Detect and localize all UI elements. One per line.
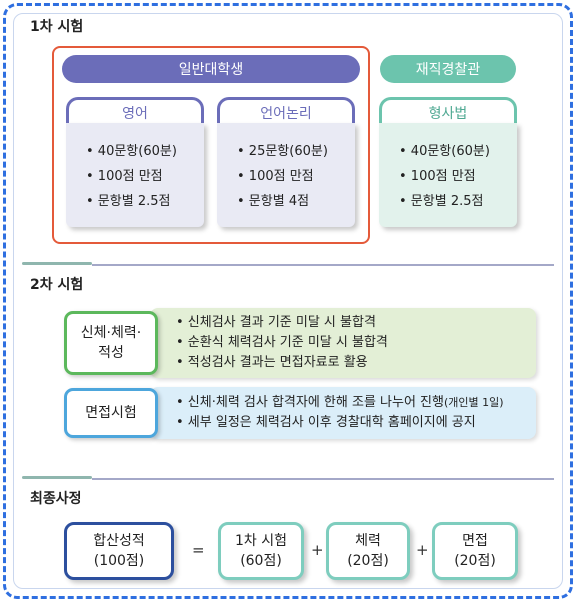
total-score-box: 합산성적 (100점) [64,522,174,580]
box-line: (100점) [93,553,145,569]
interview-score-box: 면접 (20점) [432,522,518,580]
subject-details: • 40문항(60분) • 100점 만점 • 문항별 2.5점 [379,123,517,227]
detail-item: • 40문항(60분) [399,144,490,159]
subject-card-criminal-law: 형사법 • 40문항(60분) • 100점 만점 • 문항별 2.5점 [379,97,517,227]
box-line: (20점) [347,553,389,569]
box-line: 면접 [462,533,488,549]
detail-item: • 문항별 2.5점 [399,194,484,209]
equals-sign: = [192,541,205,559]
plus-sign: + [311,541,324,559]
fitness-score-box: 체력 (20점) [326,522,410,580]
subject-card-english: 영어 • 40문항(60분) • 100점 만점 • 문항별 2.5점 [66,97,204,227]
detail-item: • 세부 일정은 체력검사 이후 경찰대학 홈페이지에 공지 [176,415,476,430]
detail-item: • 적성검사 결과는 면접자료로 활용 [176,355,368,370]
detail-item: • 신체검사 결과 기준 미달 시 불합격 [176,315,376,330]
interview-details: • 신체·체력 검사 합격자에 한해 조를 나누어 진행(개인별 1일) • 세… [150,387,536,439]
detail-item: • 40문항(60분) [86,144,177,159]
section-divider-accent [22,262,92,265]
label-line: 적성 [98,345,124,361]
subject-details: • 25문항(60분) • 100점 만점 • 문항별 4점 [217,123,355,227]
general-student-highlight [52,46,370,244]
box-line: (20점) [454,553,496,569]
detail-item: • 25문항(60분) [237,144,328,159]
subject-name: 언어논리 [217,97,355,125]
subject-name: 형사법 [379,97,517,125]
interview-label: 면접시험 [64,388,158,438]
first-exam-score-box: 1차 시험 (60점) [218,522,304,580]
detail-item: • 순환식 체력검사 기준 미달 시 불합격 [176,335,388,350]
detail-item: • 문항별 2.5점 [86,194,171,209]
general-student-label: 일반대학생 [62,55,360,83]
section-title-final-evaluation: 최종사정 [30,491,82,507]
box-line: 체력 [355,533,381,549]
physical-test-details: • 신체검사 결과 기준 미달 시 불합격 • 순환식 체력검사 기준 미달 시… [150,308,536,378]
detail-main: • 신체·체력 검사 합격자에 한해 조를 나누어 진행 [176,395,444,410]
section-title-second-exam: 2차 시험 [30,277,84,293]
plus-sign: + [416,541,429,559]
detail-item: • 신체·체력 검사 합격자에 한해 조를 나누어 진행(개인별 1일) [176,393,536,413]
section-divider-accent [22,476,92,479]
detail-item: • 100점 만점 [86,169,163,184]
physical-test-label: 신체·체력· 적성 [64,311,158,375]
subject-details: • 40문항(60분) • 100점 만점 • 문항별 2.5점 [66,123,204,227]
section-divider [92,478,554,480]
detail-item: • 문항별 4점 [237,194,310,209]
subject-card-verbal-logic: 언어논리 • 25문항(60분) • 100점 만점 • 문항별 4점 [217,97,355,227]
label-line: 신체·체력· [80,325,142,341]
detail-item: • 100점 만점 [399,169,476,184]
box-line: (60점) [240,553,282,569]
police-officer-label: 재직경찰관 [380,55,516,83]
box-line: 1차 시험 [235,533,287,549]
section-title-first-exam: 1차 시험 [30,19,84,35]
subject-name: 영어 [66,97,204,125]
inner-frame [13,13,563,589]
box-line: 합산성적 [93,533,145,549]
section-divider [92,264,554,266]
detail-item: • 100점 만점 [237,169,314,184]
detail-note: (개인별 1일) [443,396,504,409]
